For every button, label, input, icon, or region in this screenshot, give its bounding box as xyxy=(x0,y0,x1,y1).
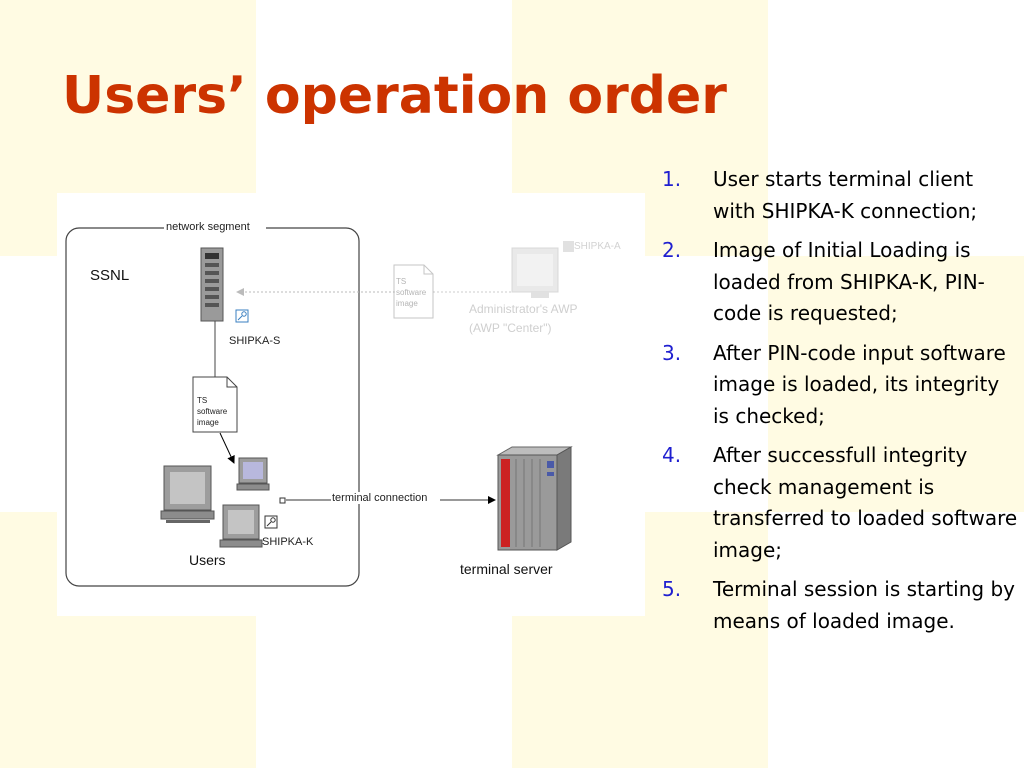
network-segment-label: network segment xyxy=(166,221,250,233)
admin-awp-label-line-2: (AWP "Center") xyxy=(469,321,552,335)
shipka-a-label: SHIPKA-A xyxy=(574,241,621,252)
step-item: 3. After PIN-code input software image is… xyxy=(662,338,1018,433)
step-number: 4. xyxy=(662,443,682,467)
step-text: After successfull integrity check manage… xyxy=(713,443,1018,562)
monitor-icon xyxy=(511,241,574,298)
step-item: 1. User starts terminal client with SHIPK… xyxy=(662,164,1018,227)
doc-label-line-2: software xyxy=(197,407,228,416)
network-diagram: network segment SSNL SHIPKA-S TS softwar xyxy=(57,193,645,616)
connection-port xyxy=(279,497,286,504)
server-tower-icon xyxy=(200,247,224,322)
document-icon: TS software image xyxy=(393,264,434,319)
document-icon: TS software image xyxy=(192,376,238,433)
slide-title: Users’ operation order xyxy=(62,66,727,126)
doc-label-line-3: image xyxy=(197,418,219,427)
terminal-server-icon xyxy=(496,446,573,551)
faded-doc-label-line-3: image xyxy=(396,299,418,308)
ssnl-label: SSNL xyxy=(90,267,129,284)
monitor-icon xyxy=(236,457,270,491)
step-number: 2. xyxy=(662,238,682,262)
key-icon xyxy=(235,309,249,323)
step-item: 4. After successfull integrity check mana… xyxy=(662,440,1018,566)
document-to-user-arrow xyxy=(219,432,235,464)
connection-label-backdrop xyxy=(331,492,440,504)
step-item: 2. Image of Initial Loading is loaded fro… xyxy=(662,235,1018,330)
step-item: 5. Terminal session is starting by means … xyxy=(662,574,1018,637)
step-text: After PIN-code input software image is l… xyxy=(713,340,1006,428)
monitor-icon xyxy=(160,465,215,523)
step-text: Terminal session is starting by means of… xyxy=(713,577,1016,633)
monitor-icon xyxy=(219,504,263,548)
network-diagram-svg: network segment SSNL SHIPKA-S TS softwar xyxy=(65,219,621,587)
terminal-connection-label: terminal connection xyxy=(332,492,427,504)
step-text: Image of Initial Loading is loaded from … xyxy=(713,238,985,325)
faded-doc-label-line-2: software xyxy=(396,288,427,297)
shipka-s-label: SHIPKA-S xyxy=(229,335,280,347)
doc-label-line-1: TS xyxy=(197,396,207,405)
terminal-server-label: terminal server xyxy=(460,561,553,577)
segment-label-backdrop xyxy=(164,219,266,233)
operation-steps-list: 1. User starts terminal client with SHIPK… xyxy=(662,164,1018,645)
step-text: User starts terminal client with SHIPKA-… xyxy=(713,167,978,223)
key-icon xyxy=(264,515,278,529)
step-number: 5. xyxy=(662,577,682,601)
step-number: 1. xyxy=(662,167,682,191)
admin-awp-label-line-1: Administrator's AWP xyxy=(469,302,578,316)
step-number: 3. xyxy=(662,340,682,365)
shipka-k-label: SHIPKA-K xyxy=(262,536,314,548)
users-label: Users xyxy=(189,552,226,568)
faded-doc-label-line-1: TS xyxy=(396,277,406,286)
background-panel-mid-right xyxy=(768,256,1024,512)
